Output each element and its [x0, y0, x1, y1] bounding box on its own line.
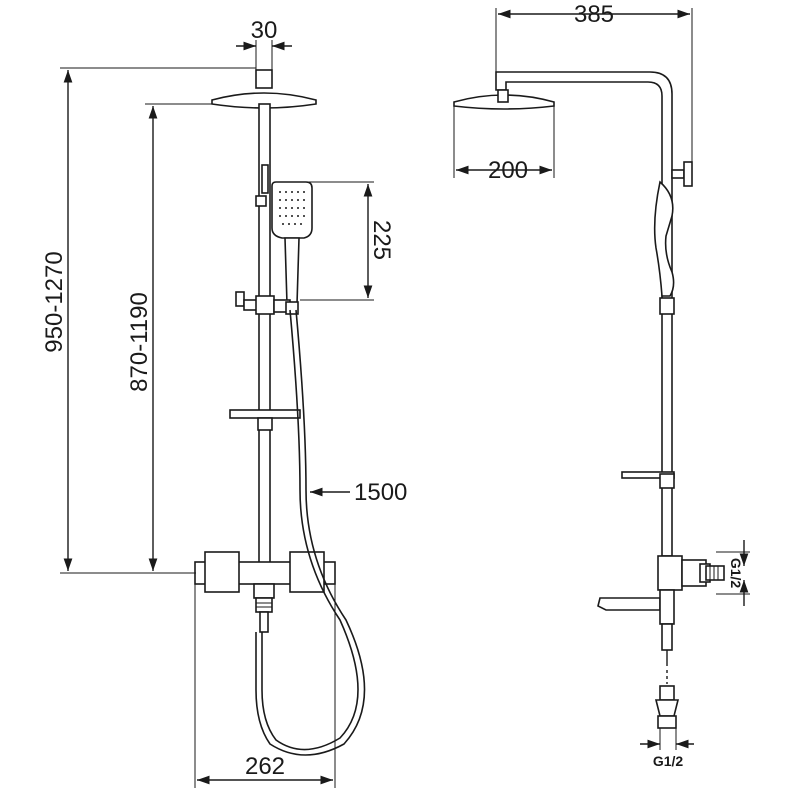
- head-diameter-label: 200: [488, 157, 528, 184]
- shower-hose-inner: [255, 309, 366, 756]
- dim-head-diameter: 200: [453, 106, 555, 184]
- hand-shower: [271, 181, 313, 305]
- bar-clamp-left: [255, 195, 267, 207]
- side-soap-shelf: [621, 471, 675, 489]
- rain-shower-head: [211, 92, 317, 109]
- dim-wall-offset: 30: [236, 17, 292, 72]
- dim-thread-top: G1/2: [716, 540, 750, 606]
- upper-clamp: [261, 164, 269, 194]
- arm-reach-label: 385: [574, 1, 614, 28]
- thread-bottom-label: G1/2: [653, 753, 684, 769]
- arm-knob: [671, 169, 685, 179]
- front-view: [194, 69, 366, 756]
- hose-length-label: 1500: [354, 479, 407, 506]
- mixer-spacing-label: 262: [245, 753, 285, 780]
- soap-shelf: [229, 409, 301, 431]
- dim-hand-shower: 225: [300, 181, 395, 301]
- total-height-label: 950-1270: [41, 251, 68, 352]
- side-view: [453, 71, 725, 729]
- thermostatic-mixer: [194, 551, 336, 633]
- overhead-arm: [495, 71, 673, 301]
- side-mixer: [597, 555, 725, 729]
- hand-shower-label: 225: [368, 220, 395, 260]
- wall-offset-label: 30: [251, 17, 278, 44]
- side-riser-bar: [661, 299, 673, 557]
- dim-arm-reach: 385: [495, 1, 693, 162]
- bar-height-label: 870-1190: [126, 292, 153, 392]
- dim-thread-bottom: G1/2: [640, 728, 694, 769]
- nozzle-grid: [279, 191, 305, 225]
- thread-top-label: G1/2: [728, 558, 744, 589]
- ceiling-mount: [255, 69, 273, 89]
- dim-total-height: 950-1270: [41, 67, 256, 574]
- dim-hose: 1500: [310, 479, 407, 506]
- dim-bar-height: 870-1190: [126, 103, 212, 571]
- dim-mixer-spacing: 262: [194, 584, 336, 788]
- side-hand-shower: [653, 180, 675, 297]
- shower-hose: [261, 309, 359, 751]
- slider-holder: [235, 291, 299, 315]
